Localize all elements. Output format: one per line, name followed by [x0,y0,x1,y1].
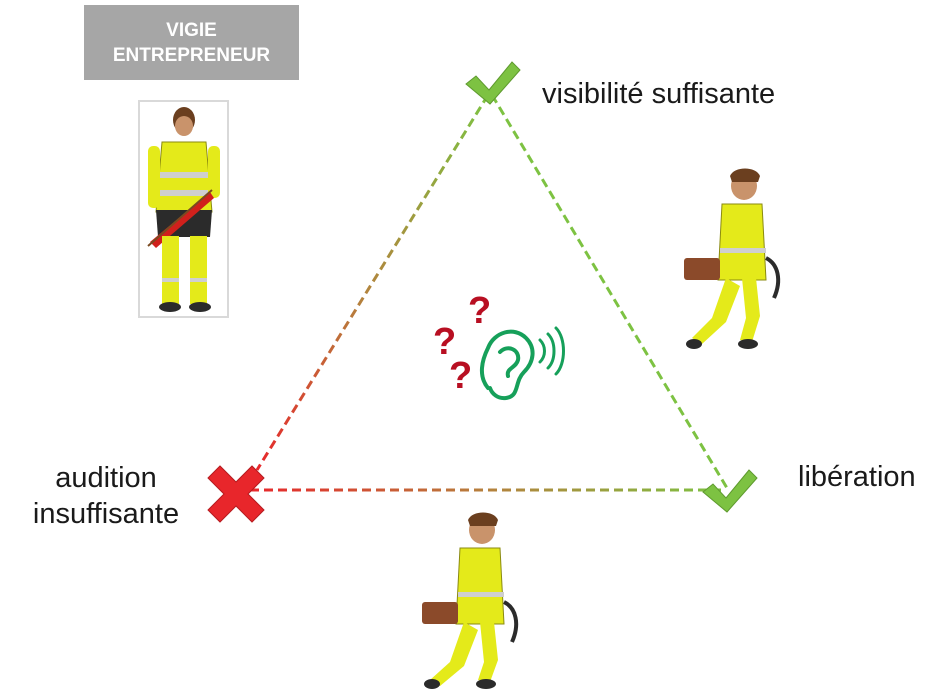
label-audition: audition insuffisante [8,460,204,532]
label-audition-line-1: audition [55,462,157,494]
edge-top-right [490,94,729,489]
question-mark: ? [468,290,492,332]
check-icon [702,469,758,513]
label-liberation: libération [798,461,916,493]
vigie-badge: VIGIE ENTREPRENEUR [84,5,299,80]
ear-sound-icon [480,326,565,401]
vigie-portrait [138,100,229,318]
lookout-figure-icon [147,107,220,312]
check-icon [465,61,521,105]
label-visibility: visibilité suffisante [542,78,776,110]
walking-worker-icon [684,168,781,349]
badge-line-1: VIGIE [166,19,217,41]
label-audition-line-2: insuffisante [32,498,180,530]
badge-line-2: ENTREPRENEUR [112,44,271,66]
question-mark: ? [433,321,457,363]
walking-worker-icon [422,512,519,689]
question-mark: ? [449,355,473,397]
cross-icon [207,465,265,523]
edge-top-left [255,94,490,471]
